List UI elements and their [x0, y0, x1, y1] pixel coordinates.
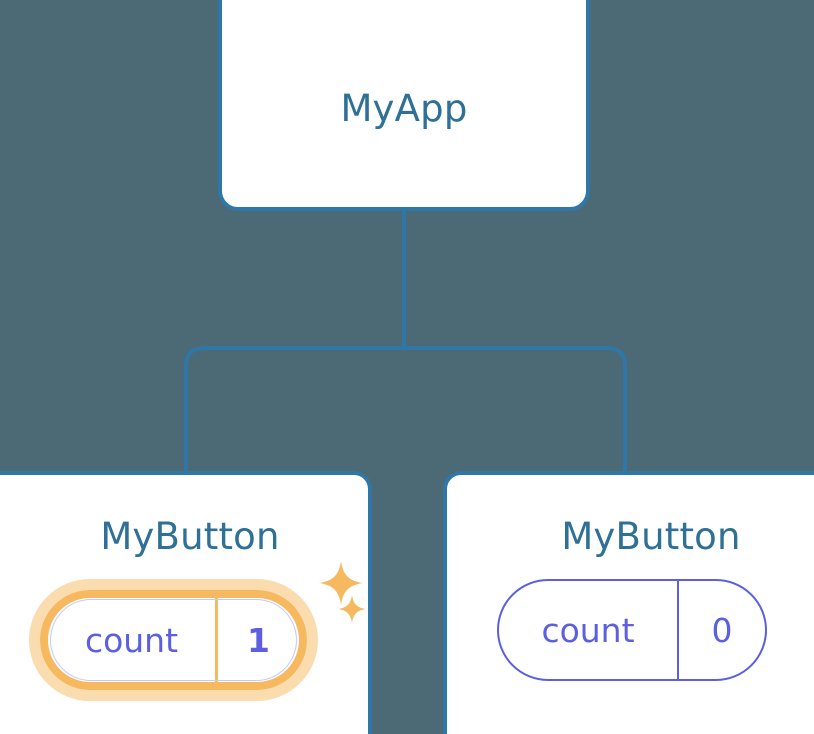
state-pill-left-body: count 1 [40, 590, 307, 690]
edge-to-left-child [184, 346, 404, 471]
state-pill-left[interactable]: count 1 [29, 579, 318, 701]
state-value-right: 0 [711, 610, 733, 650]
state-key-right: count [499, 581, 679, 679]
state-pill-right-body: count 0 [497, 579, 767, 681]
edge-to-right-child [404, 346, 627, 471]
node-mybutton-left[interactable]: MyButton count 1 [0, 471, 372, 734]
state-value-left: 1 [247, 620, 270, 660]
state-pill-left-glow: count 1 [29, 579, 318, 701]
state-pill-right[interactable]: count 0 [497, 579, 767, 681]
node-mybutton-left-label: MyButton [100, 515, 280, 558]
state-key-left: count [48, 598, 218, 682]
node-mybutton-right[interactable]: MyButton count 0 [443, 471, 814, 734]
node-mybutton-right-label: MyButton [561, 515, 741, 558]
node-myapp[interactable]: MyApp [218, 0, 590, 211]
node-myapp-label: MyApp [340, 87, 468, 130]
